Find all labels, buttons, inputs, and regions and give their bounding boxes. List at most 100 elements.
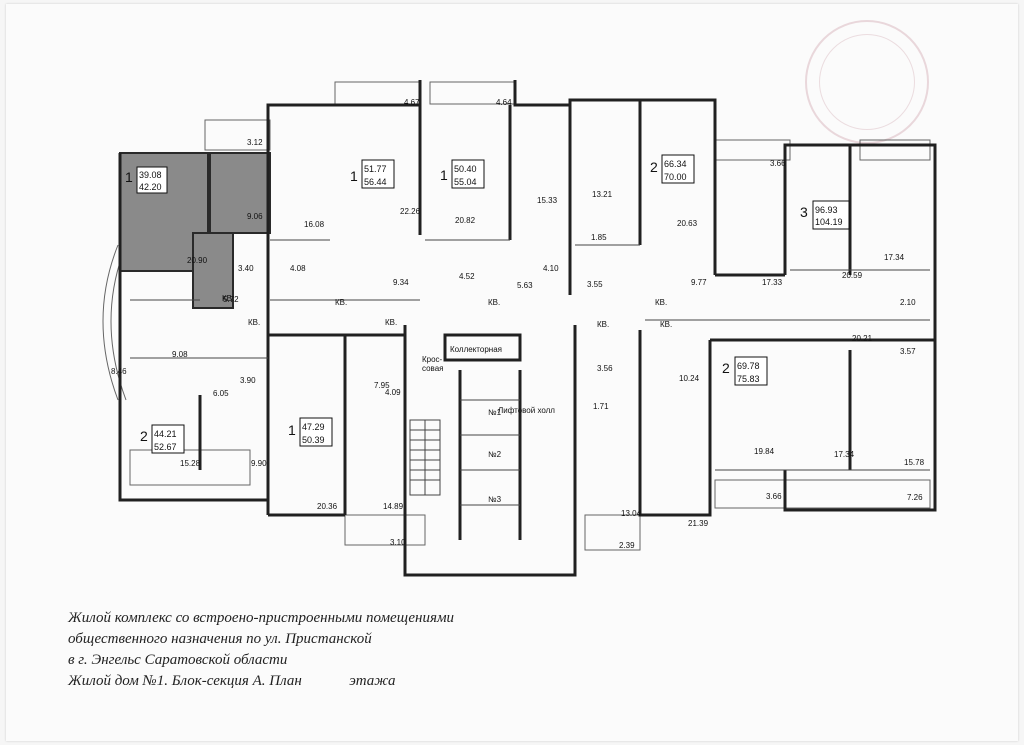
caption-line: Жилой комплекс со встроено-пристроенными… bbox=[68, 610, 455, 626]
svg-text:9.34: 9.34 bbox=[393, 278, 409, 287]
svg-text:4.64: 4.64 bbox=[496, 98, 512, 107]
svg-text:3.56: 3.56 bbox=[597, 364, 613, 373]
svg-text:42.20: 42.20 bbox=[139, 182, 162, 192]
svg-text:96.93: 96.93 bbox=[815, 205, 838, 215]
svg-text:9.77: 9.77 bbox=[691, 278, 707, 287]
svg-text:Коллекторная: Коллекторная bbox=[450, 345, 502, 354]
svg-text:2.10: 2.10 bbox=[900, 298, 916, 307]
svg-text:3.10: 3.10 bbox=[390, 538, 406, 547]
svg-text:3.40: 3.40 bbox=[238, 264, 254, 273]
svg-text:20.90: 20.90 bbox=[187, 256, 208, 265]
svg-text:6.05: 6.05 bbox=[213, 389, 229, 398]
svg-text:КВ.: КВ. bbox=[222, 294, 234, 303]
svg-text:Крос-: Крос- bbox=[422, 355, 443, 364]
apartment-label: 1 50.40 55.04 bbox=[440, 159, 485, 189]
svg-text:7.26: 7.26 bbox=[907, 493, 923, 502]
svg-text:5.72: 5.72 bbox=[223, 295, 239, 304]
core-labels: КВ. КВ. КВ. КВ. КВ. КВ. КВ. КВ. Крос- со… bbox=[222, 294, 672, 504]
svg-text:17.34: 17.34 bbox=[884, 253, 905, 262]
svg-text:19.84: 19.84 bbox=[754, 447, 775, 456]
svg-text:4.08: 4.08 bbox=[290, 264, 306, 273]
svg-text:17.33: 17.33 bbox=[762, 278, 783, 287]
svg-text:15.28: 15.28 bbox=[180, 459, 201, 468]
svg-text:3.66: 3.66 bbox=[766, 492, 782, 501]
svg-text:КВ.: КВ. bbox=[248, 318, 260, 327]
svg-text:50.40: 50.40 bbox=[454, 164, 477, 174]
svg-text:50.39: 50.39 bbox=[302, 435, 325, 445]
svg-text:10.24: 10.24 bbox=[679, 374, 700, 383]
svg-text:1: 1 bbox=[125, 169, 133, 185]
svg-text:70.00: 70.00 bbox=[664, 172, 687, 182]
svg-text:1.71: 1.71 bbox=[593, 402, 609, 411]
svg-text:20.36: 20.36 bbox=[317, 502, 338, 511]
svg-text:№2: №2 bbox=[488, 450, 502, 459]
svg-text:КВ.: КВ. bbox=[597, 320, 609, 329]
svg-text:№1: №1 bbox=[488, 408, 502, 417]
svg-text:3.66: 3.66 bbox=[770, 159, 786, 168]
balconies bbox=[102, 81, 931, 551]
svg-text:56.44: 56.44 bbox=[364, 177, 387, 187]
apartment-labels: 1 39.08 42.20 1 51.77 56.44 1 50.40 55.0… bbox=[125, 154, 850, 454]
svg-text:69.78: 69.78 bbox=[737, 361, 760, 371]
apartment-label: 1 47.29 50.39 bbox=[288, 417, 333, 447]
svg-text:75.83: 75.83 bbox=[737, 374, 760, 384]
svg-text:9.06: 9.06 bbox=[247, 212, 263, 221]
svg-text:3.12: 3.12 bbox=[247, 138, 263, 147]
svg-text:15.33: 15.33 bbox=[537, 196, 558, 205]
svg-text:66.34: 66.34 bbox=[664, 159, 687, 169]
floor-plan: 1 39.08 42.20 1 51.77 56.44 1 50.40 55.0… bbox=[102, 80, 937, 577]
svg-text:3.57: 3.57 bbox=[900, 347, 916, 356]
svg-text:КВ.: КВ. bbox=[660, 320, 672, 329]
svg-text:20.21: 20.21 bbox=[852, 334, 873, 343]
apartment-label: 2 66.34 70.00 bbox=[650, 154, 695, 184]
svg-text:1.85: 1.85 bbox=[591, 233, 607, 242]
svg-text:КВ.: КВ. bbox=[335, 298, 347, 307]
svg-text:20.63: 20.63 bbox=[677, 219, 698, 228]
svg-text:1: 1 bbox=[288, 422, 296, 438]
svg-text:1: 1 bbox=[440, 167, 448, 183]
caption-line-main: Жилой дом №1. Блок-секция А. План bbox=[68, 673, 302, 689]
svg-text:44.21: 44.21 bbox=[154, 429, 177, 439]
walls bbox=[118, 80, 937, 577]
svg-text:21.39: 21.39 bbox=[688, 519, 709, 528]
apartment-label: 3 96.93 104.19 bbox=[800, 200, 850, 230]
svg-text:3.55: 3.55 bbox=[587, 280, 603, 289]
apartment-label: 2 44.21 52.67 bbox=[140, 424, 185, 454]
apartment-label: 1 39.08 42.20 bbox=[125, 166, 168, 194]
svg-text:3.90: 3.90 bbox=[240, 376, 256, 385]
svg-text:17.34: 17.34 bbox=[834, 450, 855, 459]
caption-line: общественного назначения по ул. Пристанс… bbox=[68, 631, 372, 647]
staircase bbox=[409, 419, 441, 496]
svg-text:8.46: 8.46 bbox=[111, 367, 127, 376]
svg-text:104.19: 104.19 bbox=[815, 217, 843, 227]
svg-text:2: 2 bbox=[722, 360, 730, 376]
caption-line: Жилой дом №1. Блок-секция А. План этажа bbox=[68, 671, 454, 692]
svg-text:5.63: 5.63 bbox=[517, 281, 533, 290]
svg-text:16.08: 16.08 bbox=[304, 220, 325, 229]
svg-text:3: 3 bbox=[800, 204, 808, 220]
apartment-label: 2 69.78 75.83 bbox=[722, 356, 768, 386]
svg-text:Лифтовой холл: Лифтовой холл bbox=[498, 406, 555, 415]
svg-text:2: 2 bbox=[140, 428, 148, 444]
svg-text:7.95: 7.95 bbox=[374, 381, 390, 390]
svg-text:КВ.: КВ. bbox=[655, 298, 667, 307]
svg-text:КВ.: КВ. bbox=[488, 298, 500, 307]
svg-text:4.67: 4.67 bbox=[404, 98, 420, 107]
caption-block: Жилой комплекс со встроено-пристроенными… bbox=[68, 608, 454, 692]
svg-text:15.78: 15.78 bbox=[904, 458, 925, 467]
svg-text:4.52: 4.52 bbox=[459, 272, 475, 281]
svg-text:13.21: 13.21 bbox=[592, 190, 613, 199]
caption-line-tail: этажа bbox=[349, 673, 396, 689]
svg-text:51.77: 51.77 bbox=[364, 164, 387, 174]
svg-text:52.67: 52.67 bbox=[154, 442, 177, 452]
svg-text:1: 1 bbox=[350, 168, 358, 184]
svg-text:47.29: 47.29 bbox=[302, 422, 325, 432]
room-areas: 3.12 9.06 20.90 3.40 5.72 16.08 4.08 9.3… bbox=[111, 98, 925, 550]
svg-text:№3: №3 bbox=[488, 495, 502, 504]
svg-text:55.04: 55.04 bbox=[454, 177, 477, 187]
apartment-label: 1 51.77 56.44 bbox=[350, 159, 395, 189]
svg-text:14.89: 14.89 bbox=[383, 502, 404, 511]
svg-text:39.08: 39.08 bbox=[139, 170, 162, 180]
faded-seal bbox=[805, 20, 929, 144]
svg-text:9.08: 9.08 bbox=[172, 350, 188, 359]
